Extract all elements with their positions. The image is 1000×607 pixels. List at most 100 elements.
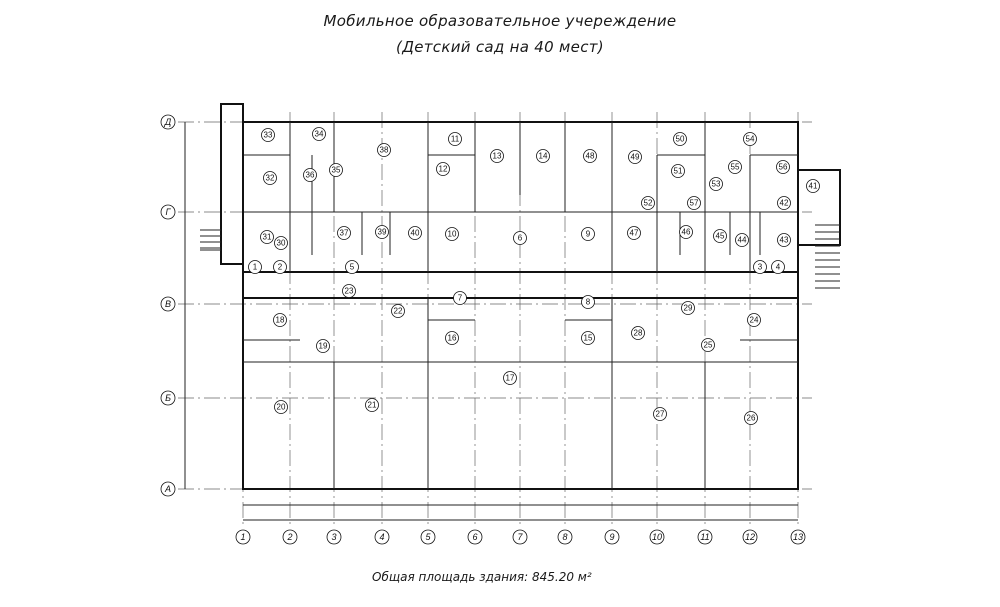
axis-marker (160, 296, 176, 312)
room-marker (329, 163, 343, 177)
room-marker (513, 231, 527, 245)
room-number: 1 (253, 263, 258, 272)
room-marker (581, 227, 595, 241)
drawing-subtitle: (Детский сад на 40 мест) (396, 38, 604, 56)
room-marker (303, 168, 317, 182)
room-marker (583, 149, 597, 163)
room-number: 10 (448, 230, 457, 239)
room-marker (453, 291, 467, 305)
total-area-note: Общая площадь здания: 845.20 м² (372, 570, 592, 584)
axis-marker (160, 390, 176, 406)
axis-label: 3 (331, 532, 336, 542)
axis-marker (512, 529, 528, 545)
room-number: 30 (277, 239, 286, 248)
room-number: 9 (586, 230, 591, 239)
room-number: 57 (690, 199, 699, 208)
room-marker (377, 143, 391, 157)
axis-label: 8 (562, 532, 567, 542)
axis-label: 2 (286, 532, 292, 542)
room-marker (581, 331, 595, 345)
axis-marker (467, 529, 483, 545)
room-marker (777, 233, 791, 247)
room-marker (375, 225, 389, 239)
room-number: 18 (276, 316, 285, 325)
room-number: 4 (776, 263, 781, 272)
room-number: 22 (394, 307, 403, 316)
room-marker (771, 260, 785, 274)
room-number: 50 (676, 135, 685, 144)
room-number: 56 (779, 163, 788, 172)
room-marker (445, 227, 459, 241)
axis-marker (235, 529, 251, 545)
room-number: 38 (380, 146, 389, 155)
axis-label: В (165, 299, 171, 309)
room-number: 48 (586, 152, 595, 161)
room-number: 26 (747, 414, 756, 423)
room-number: 36 (306, 171, 315, 180)
room-marker (735, 233, 749, 247)
room-number: 29 (684, 304, 693, 313)
axis-marker (697, 529, 713, 545)
room-number: 3 (758, 263, 763, 272)
axis-marker (160, 204, 176, 220)
room-number: 15 (584, 334, 593, 343)
room-number: 25 (704, 341, 713, 350)
room-marker (709, 177, 723, 191)
axis-marker (649, 529, 665, 545)
room-marker (337, 226, 351, 240)
room-number: 35 (332, 166, 341, 175)
room-number: 31 (263, 233, 272, 242)
room-marker (673, 132, 687, 146)
axis-marker (790, 529, 806, 545)
axis-label: Б (165, 393, 171, 403)
axis-label: 5 (425, 532, 431, 542)
axis-marker (557, 529, 573, 545)
room-number: 17 (506, 374, 515, 383)
room-marker (273, 260, 287, 274)
room-marker (776, 160, 790, 174)
axis-label: 11 (700, 532, 709, 542)
room-marker (671, 164, 685, 178)
room-marker (445, 331, 459, 345)
room-number: 45 (716, 232, 725, 241)
room-number: 51 (674, 167, 683, 176)
room-number: 46 (682, 228, 691, 237)
room-number: 7 (458, 294, 463, 303)
room-number: 33 (264, 131, 273, 140)
room-marker (728, 160, 742, 174)
room-marker (316, 339, 330, 353)
room-marker (681, 301, 695, 315)
room-number: 39 (378, 228, 387, 237)
room-number: 27 (656, 410, 665, 419)
room-marker (631, 326, 645, 340)
room-number: 2 (278, 263, 283, 272)
room-number: 14 (539, 152, 548, 161)
room-marker (274, 400, 288, 414)
room-number: 24 (750, 316, 759, 325)
room-number: 44 (738, 236, 747, 245)
room-number: 13 (493, 152, 502, 161)
room-number: 21 (368, 401, 377, 410)
room-number: 32 (266, 174, 275, 183)
room-marker (436, 162, 450, 176)
room-marker (628, 150, 642, 164)
room-number: 42 (780, 199, 789, 208)
room-number: 54 (746, 135, 755, 144)
axis-marker (282, 529, 298, 545)
room-marker (713, 229, 727, 243)
room-marker (777, 196, 791, 210)
axis-label: А (164, 484, 171, 494)
room-marker (653, 407, 667, 421)
room-marker (345, 260, 359, 274)
axis-marker (160, 114, 176, 130)
room-number: 16 (448, 334, 457, 343)
room-marker (503, 371, 517, 385)
room-marker (627, 226, 641, 240)
room-marker (679, 225, 693, 239)
room-number: 43 (780, 236, 789, 245)
room-number: 12 (439, 165, 448, 174)
room-marker (365, 398, 379, 412)
